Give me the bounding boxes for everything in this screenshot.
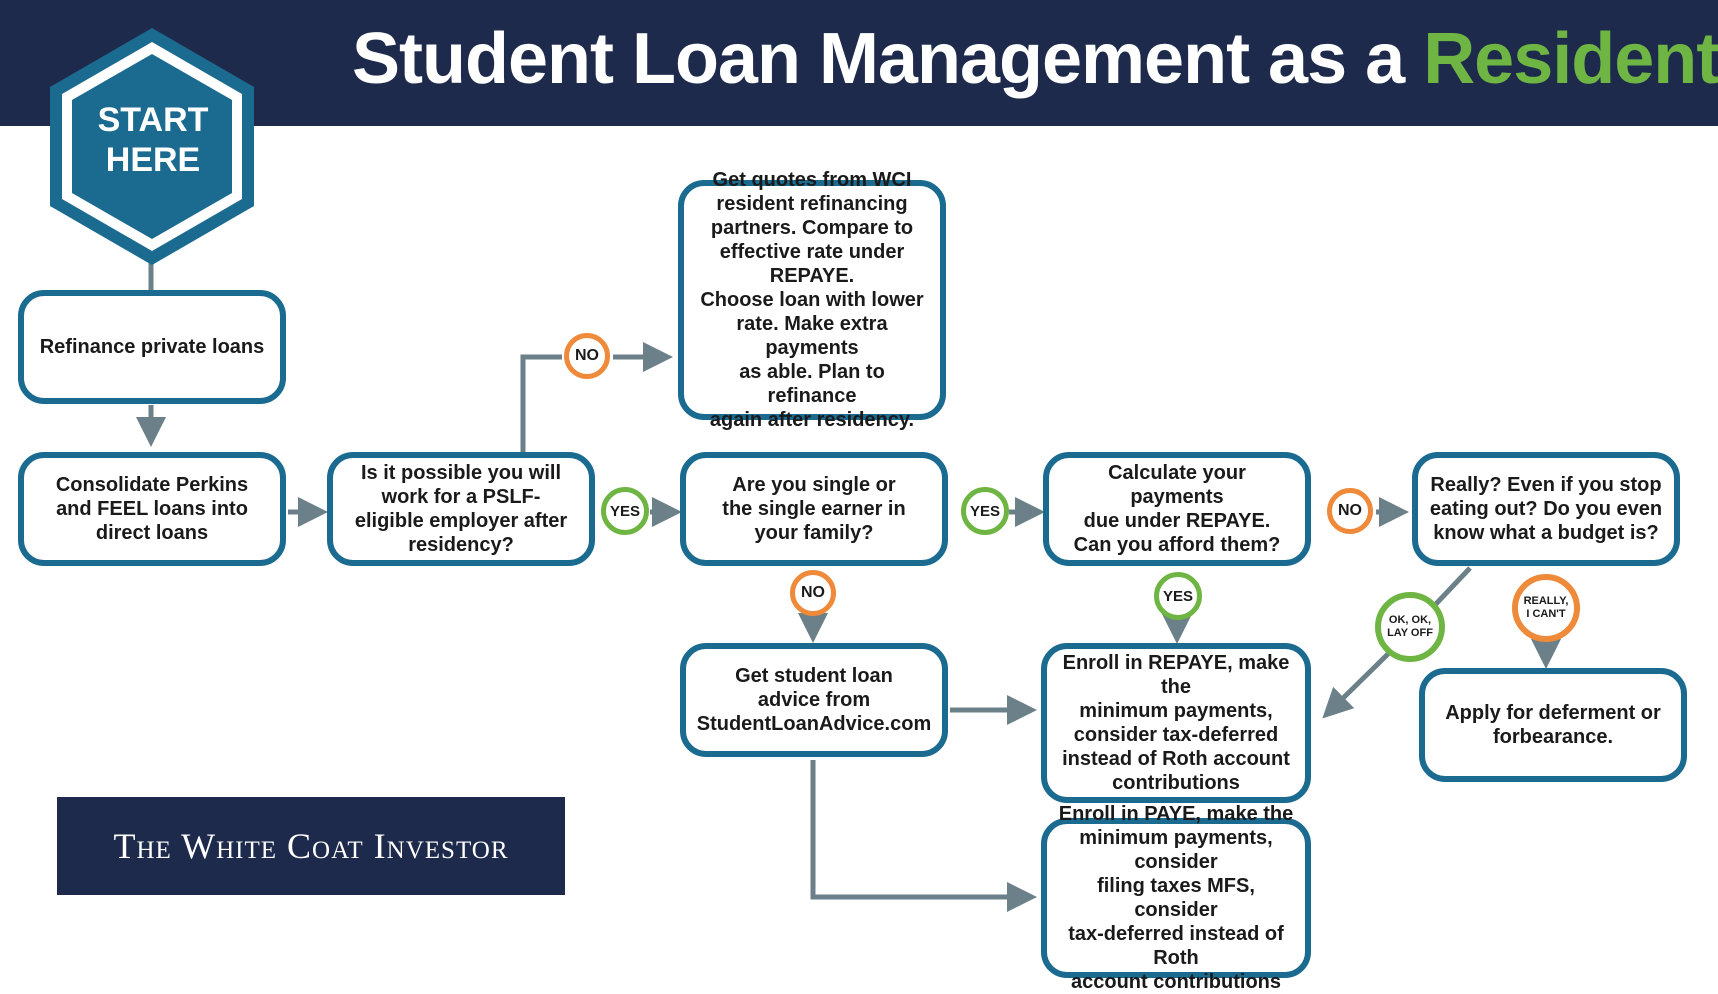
connector-really-to-ok-badge [1432, 566, 1472, 608]
title-main: Student Loan Management as a [352, 19, 1424, 99]
badge-text-block: REALLY, I CAN'T [1524, 595, 1569, 621]
box-text-block: Get student loan advice from StudentLoan… [697, 664, 931, 736]
start-label-line2: HERE [105, 141, 201, 179]
box-text: Refinance private loans [39, 336, 265, 358]
badge-text-block: OK, OK, LAY OFF [1387, 614, 1433, 640]
box-text-block: Enroll in REPAYE, make the minimum payme… [1057, 651, 1295, 795]
box-text-line: Enroll in REPAYE, make the [1062, 652, 1290, 698]
box-text-line: Calculate your payments [1108, 462, 1246, 508]
box-enroll-paye: Enroll in PAYE, make the minimum payment… [1041, 803, 1311, 993]
box-refinance-quotes: Get quotes from WCI resident refinancing… [678, 169, 946, 431]
box-text-line: Is it possible you will [360, 462, 562, 484]
box-text-line: Get student loan [735, 665, 893, 687]
title-accent: Resident [1423, 19, 1718, 99]
box-text-line: eating out? Do you even [1429, 498, 1663, 520]
box-text-line: direct loans [95, 522, 209, 544]
badge-text: YES [1162, 587, 1193, 605]
box-text-block: Enroll in PAYE, make the minimum payment… [1057, 802, 1295, 994]
box-pslf-question: Is it possible you will work for a PSLF-… [327, 452, 595, 566]
box-text-line: Enroll in PAYE, make the [1058, 803, 1294, 825]
badge-pslf-no: NO [564, 333, 610, 379]
badge-text: NO [801, 584, 825, 601]
badge-text-line: REALLY, [1523, 595, 1569, 607]
box-text-line: instead of Roth account [1062, 748, 1290, 770]
start-here-label: START HERE [78, 100, 228, 180]
box-refinance-private-loans: Refinance private loans [18, 290, 286, 404]
header-band [0, 0, 1718, 126]
white-coat-investor-logo: The White Coat Investor [57, 797, 565, 895]
box-text-line: as able. Plan to refinance [739, 361, 885, 407]
box-text-line: Choose loan with lower [700, 289, 924, 311]
connector-pslf-no-to-quotes [520, 354, 562, 452]
badge-ok-lay-off: OK, OK, LAY OFF [1375, 592, 1445, 662]
box-text-line: Get quotes from WCI [712, 169, 912, 191]
box-enroll-repaye: Enroll in REPAYE, make the minimum payme… [1041, 643, 1311, 803]
badge-text: NO [575, 347, 599, 364]
box-text-line: and FEEL loans into [56, 498, 248, 520]
connector-ok-badge-to-enroll [1322, 650, 1392, 719]
badge-text-line: OK, OK, [1388, 614, 1432, 626]
box-text-line: account contributions [1071, 971, 1281, 993]
box-text-line: forbearance. [1492, 726, 1614, 748]
box-text-line: again after residency. [709, 409, 915, 431]
box-text-line: StudentLoanAdvice.com [696, 713, 932, 735]
box-text-block: Is it possible you will work for a PSLF-… [355, 461, 567, 557]
box-text-line: rate. Make extra payments [736, 313, 888, 359]
box-text-line: consider tax-deferred [1073, 724, 1279, 746]
box-text-line: advice from [757, 689, 871, 711]
box-text-line: Are you single or [732, 474, 896, 496]
box-text-line: work for a PSLF- [381, 486, 541, 508]
box-text-line: resident refinancing [716, 193, 908, 215]
badge-really-cant: REALLY, I CAN'T [1512, 574, 1580, 642]
badge-single-yes: YES [961, 487, 1009, 535]
badge-calc-yes: YES [1154, 572, 1202, 620]
logo-text: The White Coat Investor [113, 826, 509, 866]
box-single-question: Are you single or the single earner in y… [680, 452, 948, 566]
box-calculate-repaye: Calculate your payments due under REPAYE… [1043, 452, 1311, 566]
box-text-line: minimum payments, [1079, 700, 1273, 722]
box-text-line: partners. Compare to [710, 217, 914, 239]
start-label-line1: START [97, 101, 209, 139]
badge-text: NO [1338, 502, 1362, 519]
start-hexagon-inner [72, 54, 232, 239]
box-text-line: your family? [754, 522, 874, 544]
box-deferment: Apply for deferment or forbearance. [1419, 668, 1687, 782]
box-text-line: effective rate under REPAYE. [719, 241, 905, 287]
badge-single-no: NO [790, 570, 836, 616]
box-text-line: Really? Even if you stop [1430, 474, 1662, 496]
box-text-block: Really? Even if you stop eating out? Do … [1430, 473, 1662, 545]
box-text-block: Are you single or the single earner in y… [722, 473, 905, 545]
box-text-line: filing taxes MFS, consider [1097, 875, 1255, 921]
box-text-line: minimum payments, consider [1079, 827, 1273, 873]
box-text-line: Apply for deferment or [1445, 702, 1661, 724]
box-text-line: residency? [408, 534, 514, 556]
box-text-line: eligible employer after [354, 510, 568, 532]
badge-text: YES [609, 502, 640, 520]
badge-text: YES [969, 502, 1000, 520]
badge-calc-no: NO [1327, 488, 1373, 534]
box-text-line: the single earner in [722, 498, 906, 520]
box-consolidate-loans: Consolidate Perkins and FEEL loans into … [18, 452, 286, 566]
box-text-line: Consolidate Perkins [55, 474, 249, 496]
box-text-block: Consolidate Perkins and FEEL loans into … [56, 473, 248, 545]
badge-text-line: I CAN'T [1526, 608, 1566, 620]
box-text-line: tax-deferred instead of Roth [1068, 923, 1284, 969]
badge-text-line: LAY OFF [1387, 627, 1433, 639]
box-text-block: Calculate your payments due under REPAYE… [1059, 461, 1295, 557]
badge-pslf-yes: YES [601, 487, 649, 535]
box-text-block: Get quotes from WCI resident refinancing… [694, 168, 930, 432]
connector-advice-to-enroll-paye [810, 760, 1037, 912]
box-student-loan-advice: Get student loan advice from StudentLoan… [680, 643, 948, 757]
box-text-line: contributions [1112, 772, 1240, 794]
box-text-line: know what a budget is? [1433, 522, 1659, 544]
box-text-line: due under REPAYE. [1083, 510, 1271, 532]
box-really-question: Really? Even if you stop eating out? Do … [1412, 452, 1680, 566]
box-text-block: Apply for deferment or forbearance. [1445, 701, 1661, 749]
page-title: Student Loan Management as a Resident [352, 18, 1718, 100]
box-text-line: Can you afford them? [1073, 534, 1281, 556]
